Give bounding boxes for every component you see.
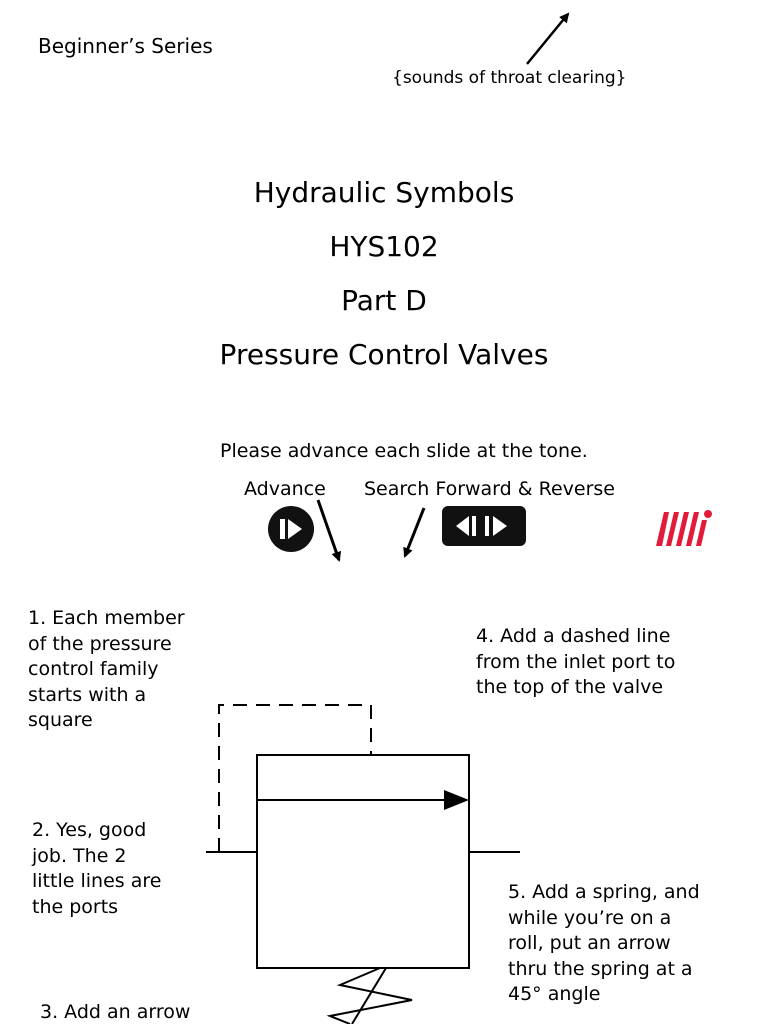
advance-button[interactable]: [268, 506, 314, 552]
mi-logo: [656, 510, 712, 546]
spring: [326, 967, 413, 1024]
note-1: 1. Each member of the pressure control f…: [28, 607, 185, 731]
play-step-icon: [280, 519, 302, 539]
note-3: 3. Add an arrow: [40, 1001, 191, 1023]
title-line-3: Part D: [341, 284, 427, 317]
search-forward-reverse-button[interactable]: [442, 506, 526, 546]
valve-square: [256, 754, 470, 969]
advance-label: Advance: [244, 478, 326, 500]
advance-arrow: [316, 499, 342, 562]
flow-arrowhead: [444, 790, 469, 810]
search-arrow: [403, 507, 426, 558]
note-4: 4. Add a dashed line from the inlet port…: [476, 625, 676, 698]
note-5: 5. Add a spring, and while you’re on a r…: [508, 881, 700, 1005]
rewind-forward-icon: [456, 516, 507, 536]
title-line-1: Hydraulic Symbols: [253, 176, 515, 209]
series-label: Beginner’s Series: [38, 34, 213, 58]
title-line-2: HYS102: [329, 230, 439, 263]
instruction-text: Please advance each slide at the tone.: [220, 440, 588, 462]
pointer-arrow: [526, 12, 570, 65]
search-label: Search Forward & Reverse: [364, 478, 615, 500]
note-2: 2. Yes, good job. The 2 little lines are…: [32, 819, 162, 918]
title-line-4: Pressure Control Valves: [219, 338, 549, 371]
aside-note: {sounds of throat clearing}: [392, 68, 627, 88]
spring-arrow: [351, 967, 387, 1024]
pilot-dashed-line: [218, 704, 372, 852]
